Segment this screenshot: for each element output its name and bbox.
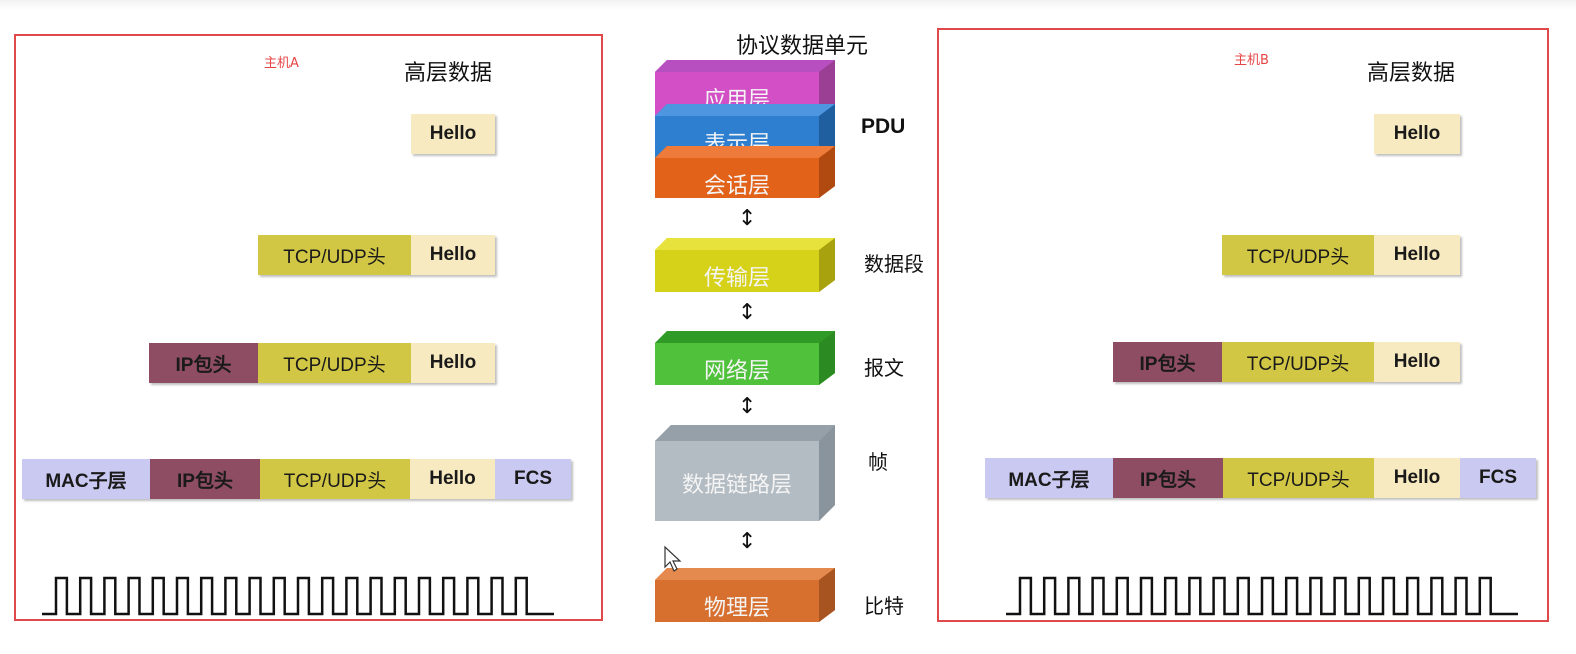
host-b-hello-cell: Hello (1374, 458, 1460, 498)
host-b-mac-cell: MAC子层 (985, 458, 1113, 498)
layer-datalink-block (655, 425, 835, 521)
host-a-tcp-header-cell: TCP/UDP头 (258, 235, 411, 275)
host-b-bit-waveform (1006, 576, 1518, 616)
host-b-hello-cell: Hello (1374, 342, 1460, 382)
host-a-hello-cell: Hello (411, 235, 495, 275)
host-b-box (937, 28, 1549, 622)
top-bar (0, 0, 1576, 10)
updown-arrow-icon: ↕ (738, 529, 757, 554)
center-title: 协议数据单元 (736, 34, 869, 59)
host-b-high-data-label: 高层数据 (1367, 61, 1456, 86)
host-a-hello-cell: Hello (410, 459, 495, 499)
pdu-label-bit: 比特 (864, 594, 904, 618)
layer-presentation-block (655, 104, 835, 158)
host-a-hello-cell: Hello (411, 114, 495, 154)
host-a-label: 主机A (264, 56, 299, 71)
layer-application-block (655, 60, 835, 116)
host-a-box (14, 34, 603, 621)
waveform-line (42, 576, 554, 616)
layer-transport-label: 传输层 (703, 266, 770, 291)
layer-physical: 物理层 (655, 568, 835, 622)
waveform-line (1006, 576, 1518, 616)
host-a-tcp-header-cell: TCP/UDP头 (260, 459, 410, 499)
layer-physical-label: 物理层 (703, 596, 770, 621)
pdu-label-upper: PDU (861, 115, 906, 138)
pdu-label-segment: 数据段 (864, 252, 924, 276)
layer-physical-block (655, 568, 835, 622)
host-b-tcp-header-cell: TCP/UDP头 (1223, 458, 1374, 498)
host-b-fcs-cell: FCS (1460, 458, 1536, 498)
layer-datalink-label: 数据链路层 (681, 473, 792, 498)
layer-session-label: 会话层 (703, 174, 770, 199)
host-b-label: 主机B (1234, 53, 1269, 68)
layer-session: 会话层 (655, 146, 835, 199)
layer-session-block (655, 146, 835, 198)
host-a-tcp-header-cell: TCP/UDP头 (258, 343, 411, 383)
host-a-fcs-cell: FCS (495, 459, 571, 499)
layer-network-block (655, 331, 835, 385)
host-a-ip-header-cell: IP包头 (150, 459, 260, 499)
host-b-tcp-header-cell: TCP/UDP头 (1222, 342, 1374, 382)
host-b-hello-cell: Hello (1374, 114, 1460, 154)
updown-arrow-icon: ↕ (738, 206, 757, 231)
layer-application: 应用层 (655, 60, 835, 116)
host-b-ip-header-cell: IP包头 (1113, 342, 1222, 382)
layer-transport-block (655, 238, 835, 292)
mouse-cursor-icon (664, 545, 682, 572)
pdu-label-packet: 报文 (864, 356, 904, 380)
layer-datalink: 数据链路层 (655, 425, 835, 521)
host-a-hello-cell: Hello (411, 343, 495, 383)
host-b-tcp-header-cell: TCP/UDP头 (1222, 235, 1374, 275)
layer-network: 网络层 (655, 331, 835, 385)
layer-transport: 传输层 (655, 238, 835, 292)
updown-arrow-icon: ↕ (738, 394, 757, 419)
layer-network-label: 网络层 (703, 359, 770, 384)
host-a-high-data-label: 高层数据 (404, 61, 493, 86)
updown-arrow-icon: ↕ (738, 300, 757, 325)
host-b-ip-header-cell: IP包头 (1113, 458, 1223, 498)
host-b-hello-cell: Hello (1374, 235, 1460, 275)
pdu-label-frame: 帧 (868, 450, 888, 474)
host-a-mac-cell: MAC子层 (22, 459, 150, 499)
host-a-bit-waveform (42, 576, 554, 616)
host-a-ip-header-cell: IP包头 (149, 343, 258, 383)
layer-presentation: 表示层 (655, 104, 835, 158)
